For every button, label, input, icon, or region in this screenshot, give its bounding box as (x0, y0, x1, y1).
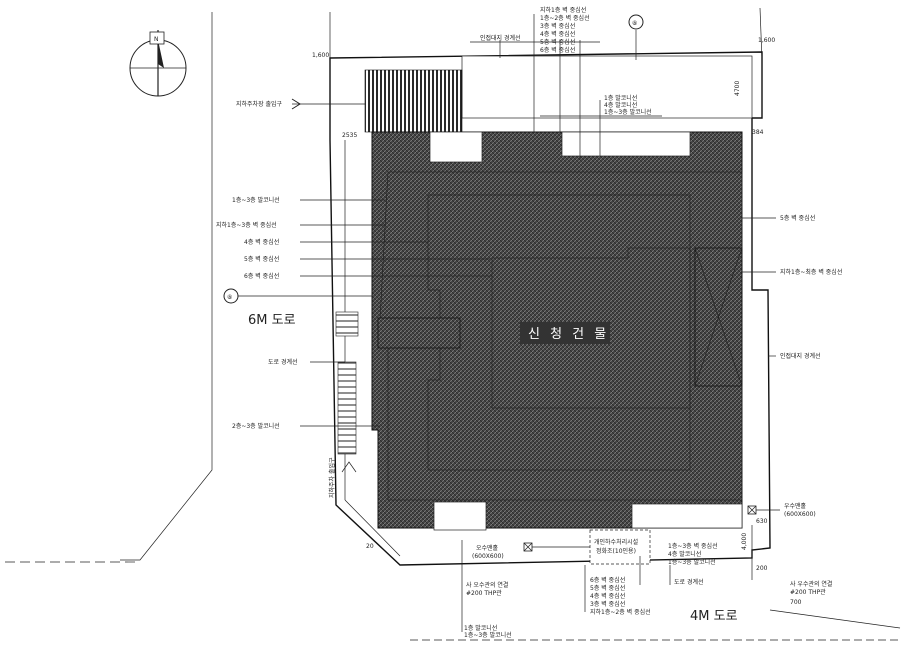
left-labels-5-label: 6층 벽 중심선 (244, 272, 279, 280)
dim-top-left: 1,600 (312, 52, 329, 59)
left-labels-2-label: 지하1층~3층 벽 중심선 (216, 221, 277, 229)
left-labels-8-label: 지하주차 출입구 (328, 457, 336, 498)
building-label: 신 청 건 물 (528, 327, 609, 342)
dim-4700: 4700 (734, 81, 741, 96)
left-labels-7-label: 2층~3층 발코니선 (232, 422, 280, 430)
bottom-labels-pipe-right-2-label: #200 THP관 (790, 588, 826, 596)
building-label-box: 신 청 건 물 (520, 322, 610, 344)
circle-markers-top-label: ⑧ (632, 20, 637, 27)
marker-top-icon: ⑧ (628, 14, 644, 60)
bottom-labels-mid-stack-2-label: 4층 벽 중심선 (590, 592, 625, 600)
left-labels-6-label: 도로 경계선 (268, 358, 298, 366)
bottom-labels-rain-2-label: (600X600) (784, 511, 816, 518)
bottom-labels-septic-1-label: 개인하수처리시설 (594, 538, 638, 546)
dim-384: 384 (752, 129, 764, 136)
north-arrow-icon: N (129, 30, 187, 97)
bottom-labels-balcony-low-1-label: 1층 발코니선 (464, 624, 497, 632)
dim-200: 200 (756, 565, 768, 572)
right-labels-2-label: 인접대지 경계선 (780, 352, 821, 360)
top-labels: 지하1층 벽 중심선 1층~2층 벽 중심선 3층 벽 중심선 4층 벽 중심선… (470, 6, 662, 160)
left-labels-0-label: 지하주차장 출입구 (236, 100, 283, 108)
bottom-labels-septic-2-label: 정화조(10인용) (596, 548, 636, 555)
top-mid-labels-1-label: 4층 발코니선 (604, 101, 637, 109)
right-labels: 5층 벽 중심선 지하1층~최층 벽 중심선 인접대지 경계선 (742, 214, 842, 360)
dim-2535: 2535 (342, 132, 357, 139)
bottom-labels-road-line-label: 도로 경계선 (674, 578, 704, 586)
bottom-labels-balcony-low-2-label: 1층~3층 발코니선 (464, 631, 512, 639)
bottom-labels: 오수맨홀 (600X600) 개인하수처리시설 정화조(10인용) 우수맨홀 (… (461, 502, 832, 639)
west-ramp (335, 311, 359, 473)
top-labels-2-label: 3층 벽 중심선 (540, 22, 575, 30)
top-mid-labels-2-label: 1층~3층 발코니선 (604, 108, 652, 116)
left-labels: 지하주차장 출입구 1층~3층 발코니선 지하1층~3층 벽 중심선 4층 벽 … (216, 98, 492, 498)
road-south-label: 4M 도로 (690, 609, 738, 624)
right-labels-1-label: 지하1층~최층 벽 중심선 (780, 268, 842, 276)
top-mid-labels-0-label: 1층 발코니선 (604, 94, 637, 102)
circle-markers-left-label: ⑧ (227, 294, 232, 301)
bottom-labels-right-stack-0-label: 1층~3층 벽 중심선 (668, 542, 718, 550)
bottom-labels-pipe-left-1-label: 사 오수관의 연결 (466, 581, 508, 589)
bottom-labels-mid-stack-0-label: 6층 벽 중심선 (590, 576, 625, 584)
bottom-labels-mid-stack-1-label: 5층 벽 중심선 (590, 584, 625, 592)
bottom-labels-pipe-right-1-label: 사 우수관의 연결 (790, 580, 832, 588)
road-west-label: 6M 도로 (248, 313, 296, 328)
bottom-labels-water-left-1-label: 오수맨홀 (476, 544, 499, 552)
bottom-labels-right-stack-2-label: 1층~3층 발코니선 (668, 558, 716, 566)
right-labels-0-label: 5층 벽 중심선 (780, 214, 815, 222)
top-left-label: 인접대지 경계선 (480, 34, 521, 42)
road-edges (5, 7, 901, 641)
north-label: N (154, 36, 159, 43)
bottom-labels-pipe-left-2-label: #200 THP관 (466, 589, 502, 597)
bottom-labels-mid-stack-3-label: 3층 벽 중심선 (590, 600, 625, 608)
dim-700: 700 (790, 599, 802, 606)
dim-4000: 4,000 (741, 533, 748, 550)
bottom-labels-rain-1-label: 우수맨홀 (784, 502, 807, 510)
bottom-labels-water-left-2-label: (600X600) (472, 553, 504, 560)
marker-left-icon: ⑧ (223, 288, 372, 304)
top-labels-3-label: 4층 벽 중심선 (540, 30, 575, 38)
left-labels-3-label: 4층 벽 중심선 (244, 238, 279, 246)
dim-20: 20 (366, 543, 374, 550)
top-labels-0-label: 지하1층 벽 중심선 (540, 6, 586, 14)
top-labels-1-label: 1층~2층 벽 중심선 (540, 14, 590, 22)
left-labels-4-label: 5층 벽 중심선 (244, 255, 279, 263)
top-labels-4-label: 5층 벽 중심선 (540, 38, 575, 46)
left-labels-1-label: 1층~3층 발코니선 (232, 196, 280, 204)
top-labels-5-label: 6층 벽 중심선 (540, 46, 575, 54)
dim-top-right: 1,600 (758, 37, 775, 44)
north-setback (364, 55, 753, 133)
dim-630: 630 (756, 518, 768, 525)
bottom-labels-mid-stack-4-label: 지하1층~2층 벽 중심선 (590, 608, 651, 616)
bottom-labels-right-stack-1-label: 4층 발코니선 (668, 550, 701, 558)
